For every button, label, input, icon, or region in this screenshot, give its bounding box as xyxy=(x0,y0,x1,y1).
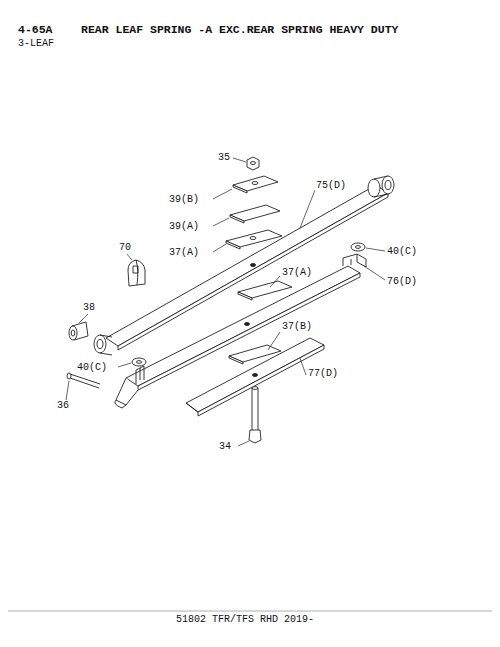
callout-number: 34 xyxy=(218,441,232,453)
callout-number: 38 xyxy=(82,302,96,314)
variant-note: 3-LEAF xyxy=(18,38,54,50)
callout-number: 75(D) xyxy=(315,180,347,192)
callout-number: 70 xyxy=(118,242,132,254)
callout-number: 76(D) xyxy=(386,276,418,288)
page-footer: 51802 TFR/TFS RHD 2019- xyxy=(176,614,314,626)
callout-number: 37(A) xyxy=(168,247,200,259)
callout-number: 36 xyxy=(56,400,70,412)
callout-number: 35 xyxy=(217,152,231,164)
callout-number: 37(A) xyxy=(281,267,313,279)
callout-number: 40(C) xyxy=(76,362,108,374)
figure-number: 4-65A xyxy=(18,24,53,36)
callout-number: 39(A) xyxy=(168,221,200,233)
callout-number: 39(B) xyxy=(168,194,200,206)
callout-number: 77(D) xyxy=(307,368,339,380)
page-title: REAR LEAF SPRING -A EXC.REAR SPRING HEAV… xyxy=(81,24,398,36)
callout-number: 37(B) xyxy=(281,321,313,333)
callout-number: 40(C) xyxy=(386,246,418,258)
